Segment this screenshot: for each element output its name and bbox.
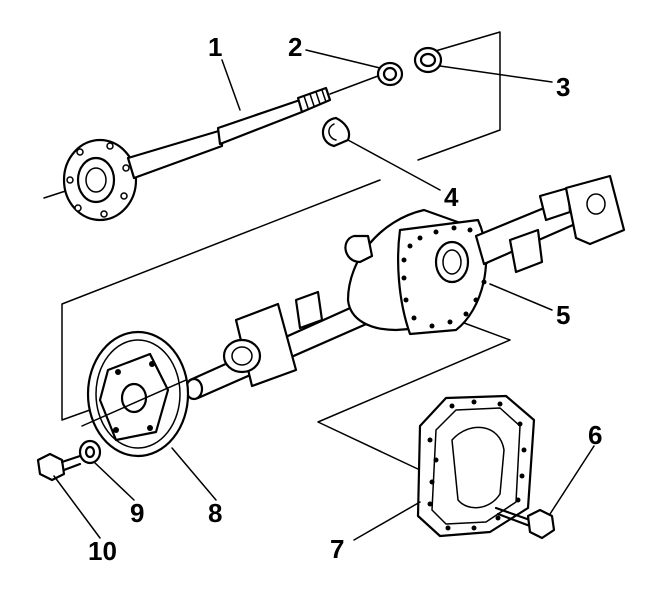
cover-bolt xyxy=(494,506,556,540)
callout-6: 6 xyxy=(588,420,603,450)
axle-shaft-lock xyxy=(321,116,351,148)
callout-1: 1 xyxy=(208,32,223,62)
backing-plate-bolt xyxy=(36,452,82,482)
brake-backing-plate xyxy=(81,330,190,458)
leader-lines xyxy=(53,49,595,541)
axle-bearing xyxy=(376,61,404,87)
callout-7: 7 xyxy=(330,534,345,564)
washer xyxy=(78,439,102,465)
axle-housing xyxy=(184,174,626,401)
callout-8: 8 xyxy=(208,498,223,528)
cover-gasket xyxy=(416,394,536,538)
callout-5: 5 xyxy=(556,300,571,330)
callout-9: 9 xyxy=(130,498,145,528)
callout-4: 4 xyxy=(444,182,459,212)
callout-3: 3 xyxy=(556,72,571,102)
callout-2: 2 xyxy=(288,32,303,62)
callout-10: 10 xyxy=(88,536,117,566)
axle-seal xyxy=(413,46,443,74)
assembly-guide-lines xyxy=(43,31,511,471)
axle-shaft xyxy=(62,75,379,222)
